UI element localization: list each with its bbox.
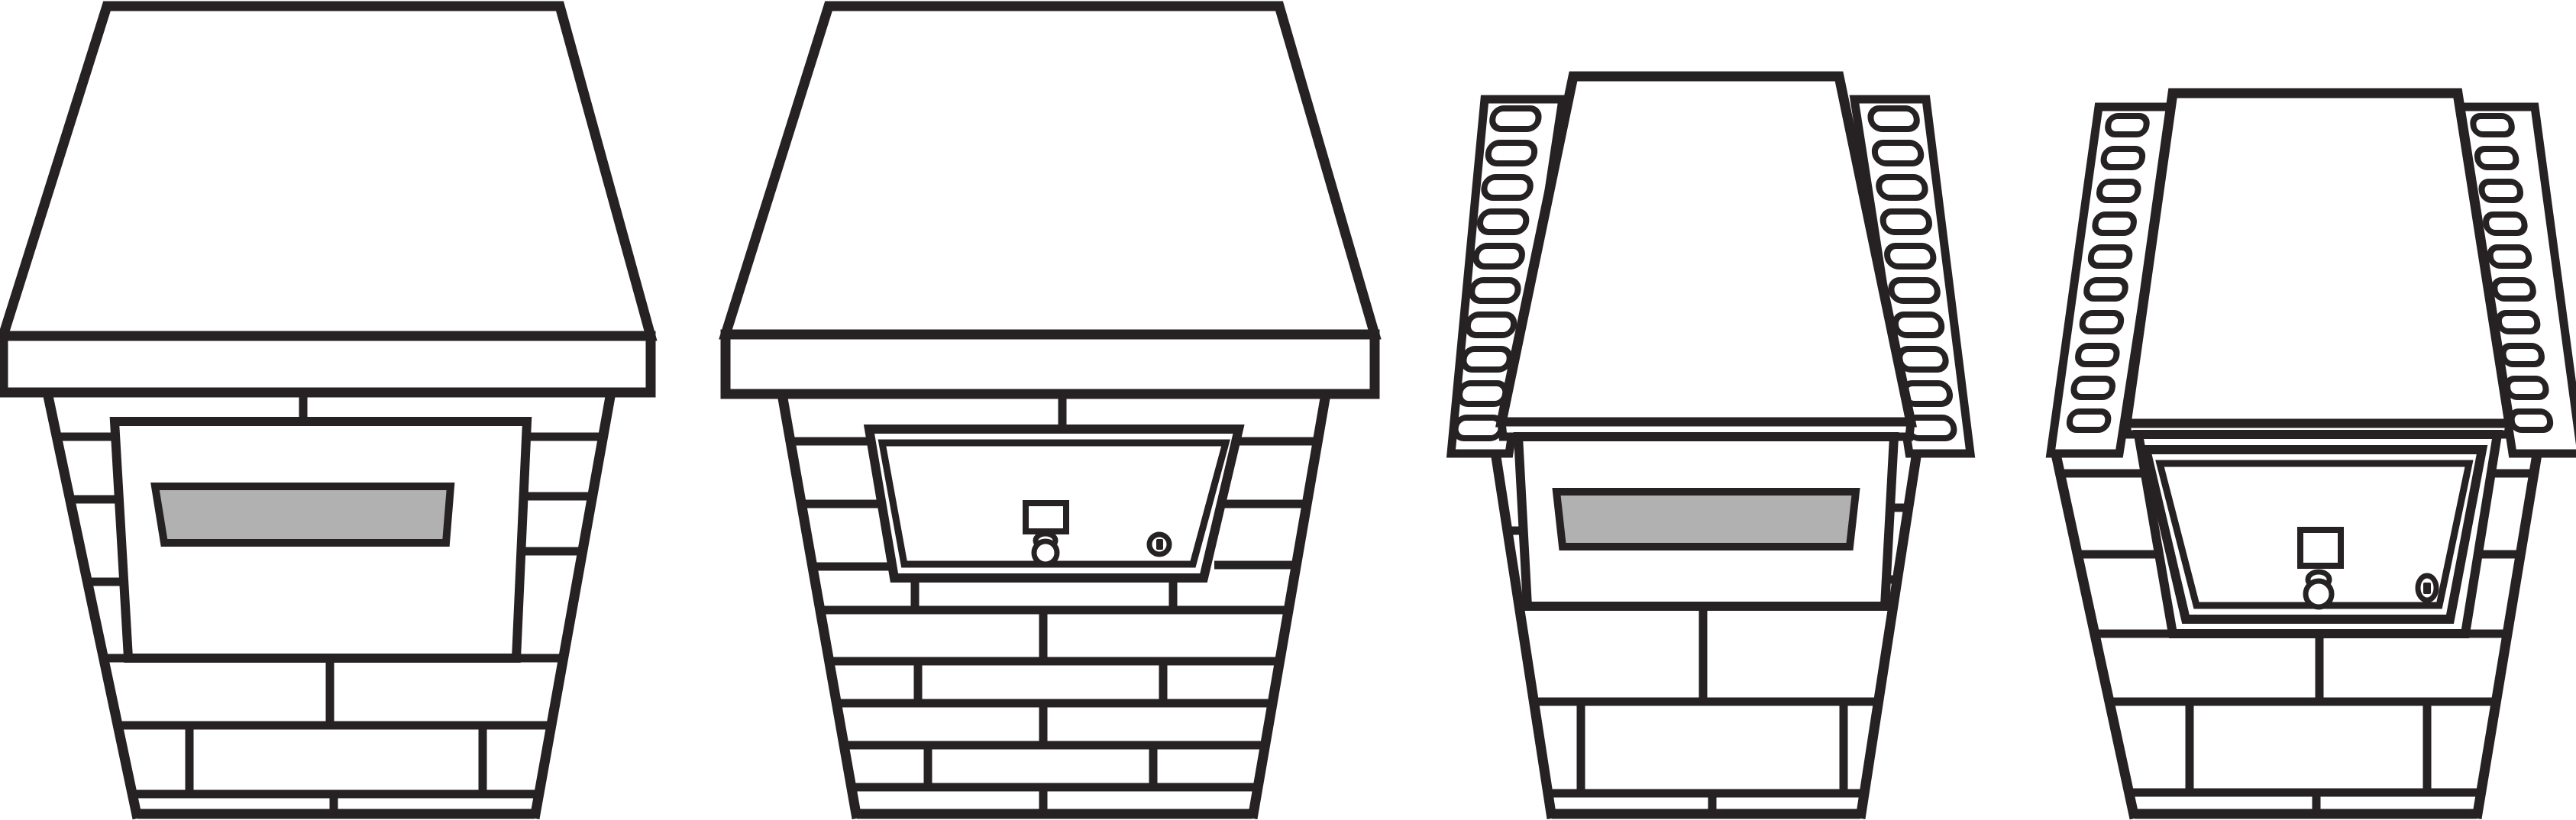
door-window — [1023, 500, 1069, 534]
figure-1-roofed-slot-box — [0, 1, 658, 820]
roof-cap — [0, 1, 658, 341]
roof-fascia — [0, 331, 656, 398]
figure-4-vented-door-box — [2045, 88, 2576, 820]
vent-slot-icon — [1469, 277, 1521, 304]
vent-slot-icon — [1884, 243, 1937, 270]
door-knob — [1031, 538, 1060, 567]
pedestal-outline — [1490, 451, 1922, 819]
vent-slot-icon — [2470, 113, 2515, 137]
vent-slots — [2066, 113, 2150, 433]
slab-lid — [2120, 88, 2516, 429]
door-inner-frame — [878, 439, 1230, 568]
figure-3-vented-slot-box — [1446, 71, 1976, 819]
vent-slot-icon — [1472, 243, 1525, 270]
vent-slot-icon — [2066, 408, 2112, 433]
vent-slot-icon — [2487, 244, 2532, 269]
keyhole-slot — [2423, 583, 2431, 594]
vent-slot-icon — [2491, 277, 2536, 302]
vent-slot-icon — [2474, 146, 2519, 170]
roof-fascia — [720, 329, 1380, 399]
vent-slot-icon — [1489, 105, 1542, 132]
letter-slot — [150, 483, 455, 547]
vent-slot-icon — [2478, 179, 2523, 203]
figure-2-roofed-door-box — [719, 1, 1382, 820]
vent-slot-icon — [1485, 140, 1538, 166]
slab-lid — [1495, 71, 1917, 428]
vent-rail-left — [1446, 95, 1568, 458]
vent-slot-icon — [1476, 208, 1530, 235]
vent-slot-icon — [2079, 310, 2125, 334]
door-inner-frame — [2155, 460, 2474, 609]
vent-slot-icon — [2083, 277, 2128, 302]
roof-cap — [719, 1, 1382, 340]
vent-slot-icon — [2092, 211, 2137, 236]
vent-slot-icon — [1876, 174, 1928, 201]
vent-slot-icon — [2087, 244, 2133, 269]
door-knob — [2303, 578, 2335, 610]
vent-rail-left — [2045, 102, 2178, 458]
letter-slot — [1552, 488, 1860, 550]
vent-slot-icon — [1871, 140, 1925, 166]
vent-slot-icon — [2495, 310, 2541, 334]
vent-slot-icon — [2105, 113, 2150, 137]
door-window — [2297, 527, 2344, 569]
vent-slot-icon — [2075, 343, 2120, 367]
vent-slot-icon — [1464, 312, 1517, 338]
vent-slot-icon — [2100, 146, 2146, 170]
vent-slot-icon — [1888, 277, 1941, 304]
vent-slot-icon — [1481, 174, 1534, 201]
vent-slots — [1452, 105, 1542, 441]
vent-slot-icon — [2483, 211, 2528, 236]
vent-slot-icon — [1879, 208, 1933, 235]
vent-slot-icon — [2070, 376, 2115, 400]
brick-joints — [790, 394, 1319, 814]
keyhole-slot — [1156, 539, 1163, 550]
vent-slot-icon — [1867, 105, 1920, 132]
vent-slot-icon — [2096, 179, 2141, 203]
